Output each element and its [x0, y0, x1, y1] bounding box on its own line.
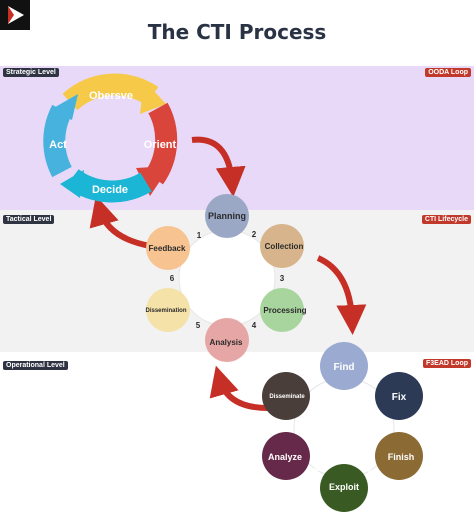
f3ead-loop-tag: F3EAD Loop — [423, 359, 471, 368]
f3ead-analyze-petal — [262, 432, 310, 480]
f3ead-step-number: 1 — [315, 376, 320, 385]
f3ead-finish-label: Finish — [388, 452, 415, 462]
f3ead-exploit-petal — [320, 464, 368, 512]
cti-dissemination-petal — [146, 288, 190, 332]
cti-lifecycle: Planning Collection Processing Analysis … — [145, 194, 307, 362]
f3ead-step-number: 6 — [289, 421, 294, 430]
ooda-decide-label: Decide — [92, 184, 128, 196]
cti-lifecycle-tag: CTI Lifecycle — [421, 215, 471, 224]
cti-planning-label: Planning — [208, 211, 246, 221]
ooda-observe-label: Obersve — [89, 90, 133, 102]
f3ead-fix-label: Fix — [392, 392, 407, 403]
f3ead-disseminate-label: Disseminate — [269, 394, 305, 400]
f3ead-analyze-label: Analyze — [268, 452, 302, 462]
ooda-orient-arrowhead — [136, 166, 170, 196]
ooda-act-label: Act — [49, 139, 67, 151]
brand-logo — [0, 0, 30, 30]
strategic-level-label: Strategic Level — [3, 68, 59, 77]
ooda-decide-arrowhead — [60, 170, 84, 198]
ooda-loop-tag: OODA Loop — [425, 68, 471, 77]
f3ead-disseminate-petal — [262, 372, 310, 420]
arrow-disseminate-to-analysis — [209, 365, 269, 411]
ooda-act-arrowhead — [50, 94, 78, 120]
f3ead-step-number: 2 — [368, 377, 373, 386]
ooda-orient-label: Orient — [144, 139, 177, 151]
cti-feedback-petal — [146, 226, 190, 270]
page-title: The CTI Process — [147, 20, 327, 44]
tactical-level-label: Tactical Level — [3, 215, 55, 224]
f3ead-find-petal — [320, 342, 368, 390]
f3ead-step-number: 5 — [314, 466, 319, 475]
ooda-act-arc — [43, 104, 72, 178]
f3ead-step-number: 4 — [368, 466, 373, 475]
cti-collection-label: Collection — [265, 242, 304, 251]
cti-step-number: 4 — [252, 321, 257, 330]
cti-step-number: 3 — [280, 274, 285, 283]
operational-level-label: Operational Level — [3, 361, 68, 370]
cti-step-number: 5 — [196, 321, 201, 330]
cti-analysis-petal — [205, 318, 249, 362]
f3ead-fix-petal — [375, 372, 423, 420]
arrow-feedback-to-decide — [89, 195, 151, 249]
arrow-orient-to-planning — [191, 136, 246, 197]
cti-processing-petal — [260, 288, 304, 332]
cti-collection-petal — [260, 224, 304, 268]
cti-dissemination-label: Dissemination — [145, 308, 186, 314]
f3ead-finish-petal — [375, 432, 423, 480]
cti-step-number: 1 — [197, 231, 202, 240]
cti-feedback-label: Feedback — [149, 244, 186, 253]
arrow-collection-to-find — [316, 255, 367, 335]
cti-processing-label: Processing — [263, 306, 306, 315]
f3ead-step-number: 3 — [395, 421, 400, 430]
cti-analysis-label: Analysis — [210, 338, 243, 347]
f3ead-loop: Find Fix Finish Exploit Analyze Dissemin… — [262, 342, 423, 512]
f3ead-exploit-label: Exploit — [329, 482, 359, 492]
cti-step-number: 2 — [252, 230, 257, 239]
ooda-loop: Obersve Orient Decide Act — [43, 73, 178, 203]
cti-planning-petal — [205, 194, 249, 238]
ooda-observe-arrowhead — [140, 80, 166, 114]
cti-step-number: 6 — [170, 274, 175, 283]
f3ead-find-label: Find — [333, 362, 354, 373]
